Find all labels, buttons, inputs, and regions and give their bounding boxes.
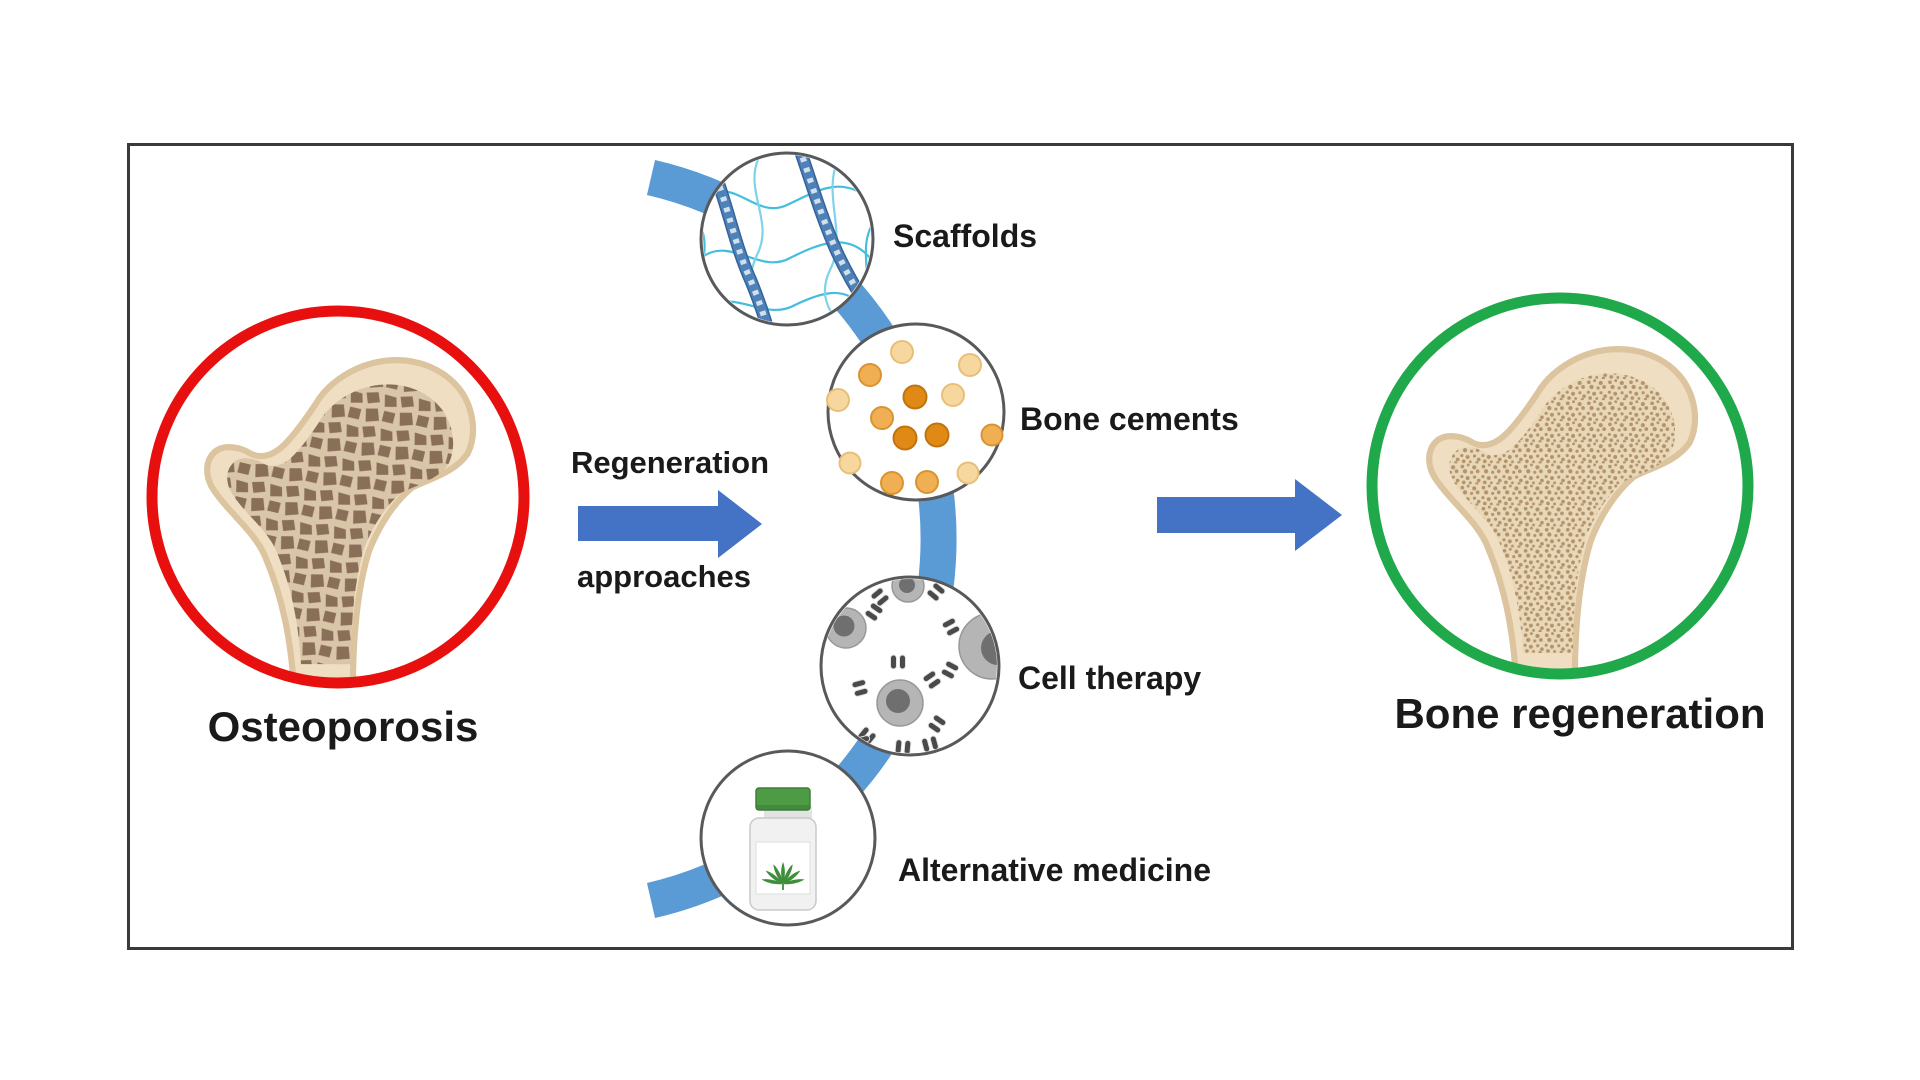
osteoporosis-title: Osteoporosis bbox=[207, 703, 479, 750]
regeneration-arrow-icon bbox=[578, 490, 762, 558]
result-arrow-icon bbox=[1157, 479, 1342, 551]
cell-d bbox=[891, 579, 925, 603]
node-label-cell-therapy: Cell therapy bbox=[1018, 660, 1202, 696]
cell-c bbox=[958, 612, 997, 680]
healthy-bone-illustration bbox=[1429, 349, 1695, 678]
medicine-bottle-icon bbox=[749, 787, 817, 911]
diagram-frame bbox=[127, 143, 1794, 950]
node-label-bone-cements: Bone cements bbox=[1020, 401, 1239, 437]
stem-cell-icon bbox=[823, 579, 997, 753]
osteoporotic-bone-illustration bbox=[207, 360, 473, 689]
bone-regeneration-title: Bone regeneration bbox=[1394, 690, 1766, 737]
arrow-label-line2: approaches bbox=[576, 559, 751, 594]
regeneration-ring bbox=[1366, 292, 1754, 680]
node-label-alternative-medicine: Alternative medicine bbox=[898, 852, 1211, 888]
cannabis-leaf-icon bbox=[761, 862, 805, 890]
cell-b bbox=[825, 607, 867, 649]
cell-a bbox=[876, 679, 924, 727]
node-circle-scaffolds bbox=[699, 151, 875, 327]
node-label-scaffolds: Scaffolds bbox=[893, 218, 1038, 254]
bone-cement-granules-icon bbox=[826, 340, 1004, 495]
arrow-label-line1: Regeneration bbox=[570, 445, 770, 480]
osteoporosis-ring bbox=[146, 305, 530, 689]
